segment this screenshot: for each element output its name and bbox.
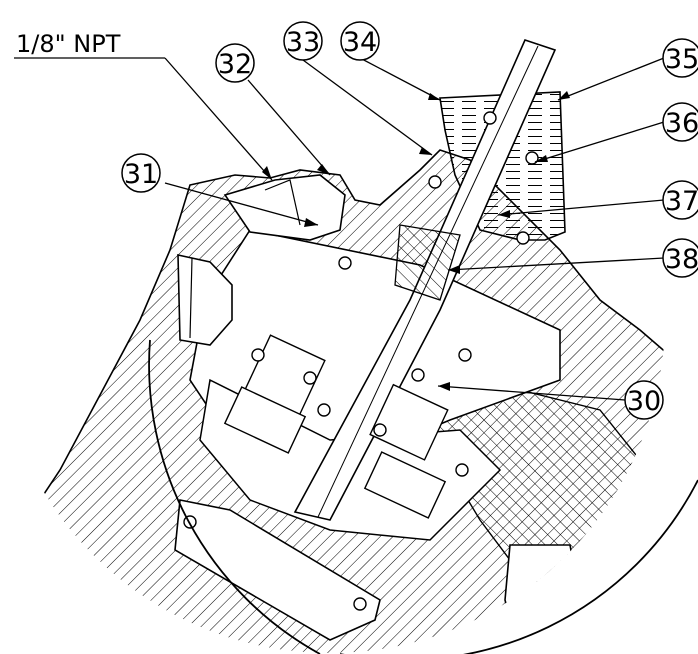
npt-note: 1/8" NPT — [16, 30, 121, 58]
bottom-pocket — [174, 499, 381, 641]
right-pocket — [504, 544, 581, 653]
detail-boundary — [148, 339, 321, 654]
svg-text:33: 33 — [286, 27, 320, 58]
svg-text:36: 36 — [665, 108, 698, 139]
balloon-35: 35 — [662, 38, 698, 78]
svg-text:37: 37 — [665, 186, 698, 217]
leader-lines — [164, 57, 665, 401]
svg-text:38: 38 — [665, 244, 698, 275]
balloon-36: 36 — [662, 102, 698, 142]
balloon-37: 37 — [662, 180, 698, 220]
internal-components — [183, 111, 539, 611]
assembly-section — [0, 149, 665, 653]
balloon-33: 33 — [283, 21, 323, 61]
balloon-32: 32 — [215, 43, 255, 83]
note-leader — [164, 57, 273, 181]
svg-text:31: 31 — [124, 159, 158, 190]
balloon-38: 38 — [662, 238, 698, 278]
svg-text:35: 35 — [665, 44, 698, 75]
svg-text:34: 34 — [343, 27, 377, 58]
thread-region — [394, 224, 461, 301]
svg-text:32: 32 — [218, 49, 252, 80]
leader-arrows — [304, 91, 570, 391]
balloon-31: 31 — [121, 153, 161, 193]
balloon-34: 34 — [340, 21, 380, 61]
svg-text:30: 30 — [627, 386, 661, 417]
detail-boundary-right — [340, 479, 698, 654]
balloon-30: 30 — [624, 380, 664, 420]
